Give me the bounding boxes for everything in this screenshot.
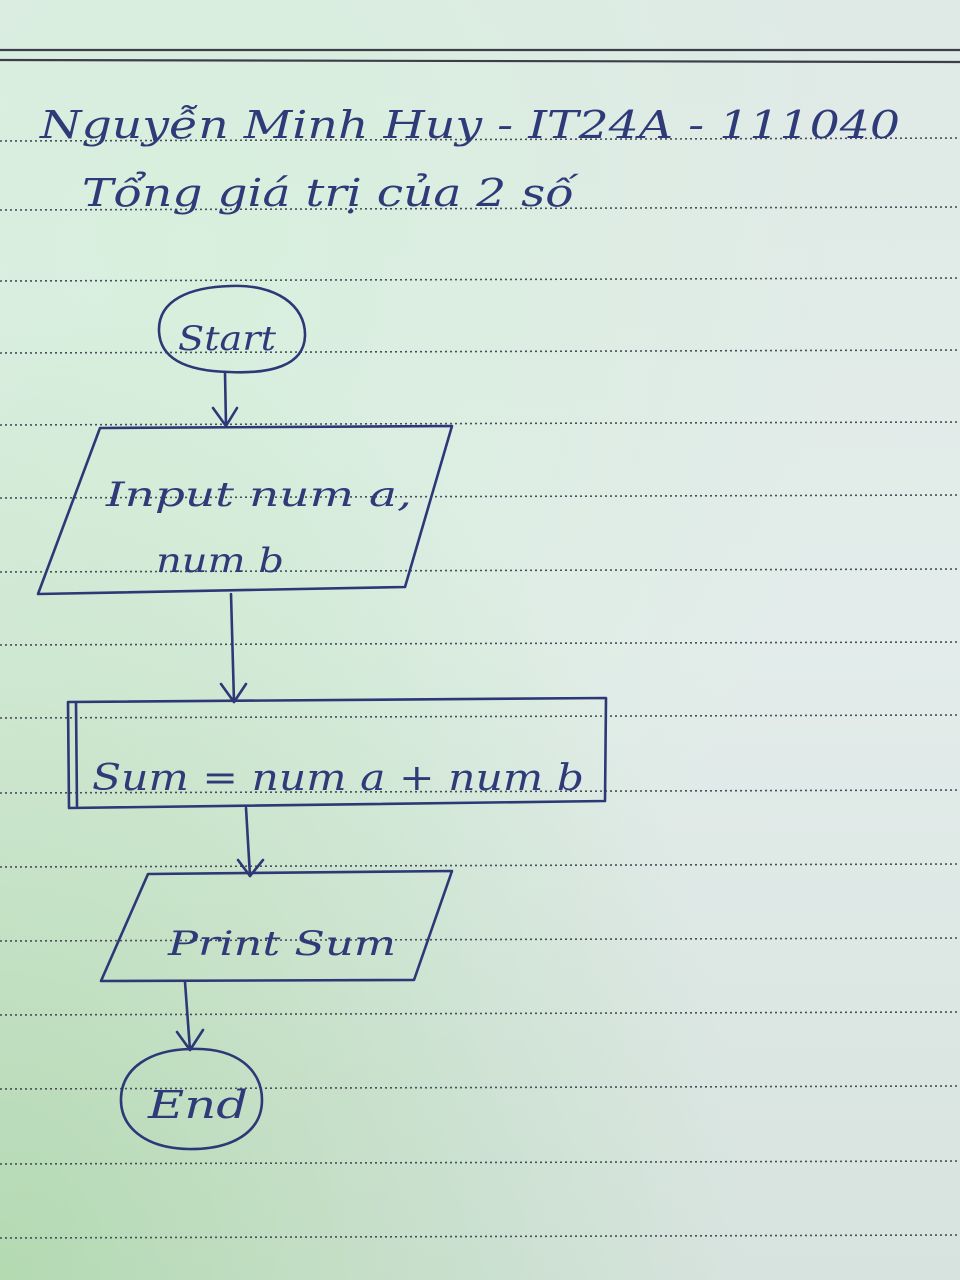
arrow-start-to-input [211, 370, 239, 428]
student-info-line: Nguyễn Minh Huy - IT24A - 111040 [39, 103, 900, 147]
ruled-line [0, 714, 960, 719]
arrow-output-to-end [175, 980, 205, 1052]
ruled-line [0, 1085, 960, 1090]
ruled-line [0, 421, 960, 426]
ruled-line [0, 937, 960, 942]
input-label-line1: Input num a, [105, 475, 412, 515]
ruled-line [0, 137, 960, 142]
ruled-line [0, 1234, 960, 1239]
ruled-line [0, 1160, 960, 1165]
process-rectangle-inner-edge [74, 701, 79, 808]
ruled-line [0, 641, 960, 646]
arrow-input-to-process [219, 592, 248, 704]
ruled-line [0, 1011, 960, 1016]
output-parallelogram [99, 869, 454, 983]
process-rectangle [66, 696, 608, 810]
arrow-process-to-output [236, 806, 265, 878]
ruled-line [0, 568, 960, 573]
ruled-lines [0, 137, 960, 1239]
input-label-line2: num b [156, 541, 284, 581]
end-terminator [119, 1047, 264, 1151]
start-terminator [157, 284, 307, 374]
start-label: Start [178, 319, 276, 359]
end-label: End [147, 1083, 248, 1127]
input-parallelogram [36, 424, 454, 596]
ruled-line [0, 349, 960, 354]
flowchart: Start Input num a, num b Sum = num a + n… [36, 284, 608, 1151]
ruled-line [0, 863, 960, 868]
ruled-line [0, 206, 960, 211]
top-margin-lines [0, 48, 960, 64]
output-label: Print Sum [167, 924, 396, 964]
process-label: Sum = num a + num b [92, 758, 584, 799]
ruled-line [0, 494, 960, 499]
topic-line: Tổng giá trị của 2 số [82, 171, 580, 215]
ruled-line [0, 277, 960, 282]
ruled-line [0, 789, 960, 794]
